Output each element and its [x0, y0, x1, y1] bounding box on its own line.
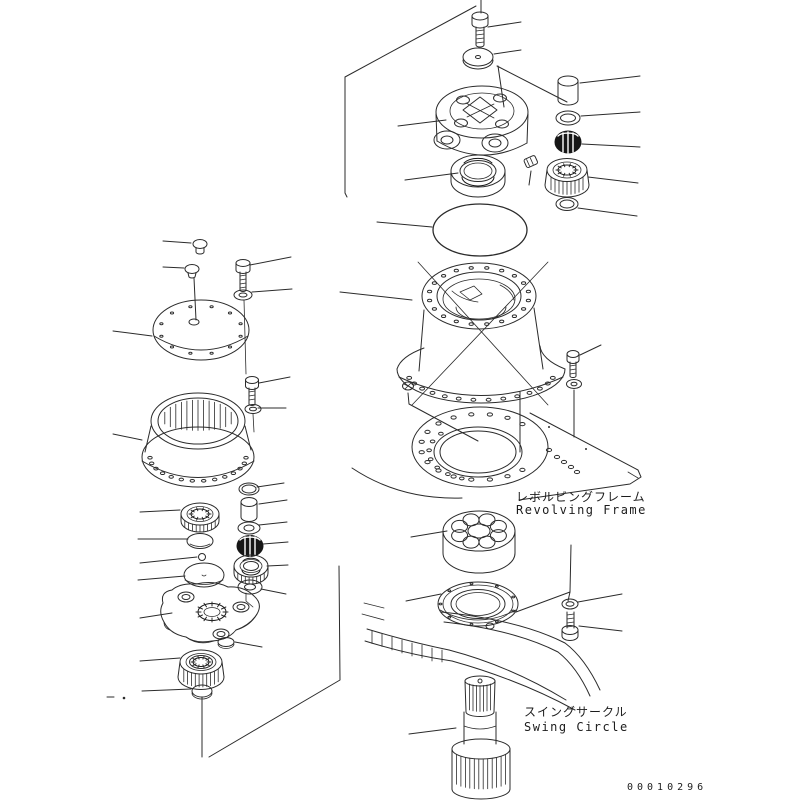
motor-mount-carrier — [397, 85, 529, 156]
coupling-left — [139, 649, 225, 691]
spline-gear-right — [554, 130, 641, 154]
revolving-frame-label-jp: レボルビングフレーム — [516, 490, 646, 504]
washer-small-right — [555, 110, 641, 126]
drawing-number: 00010296 — [627, 782, 707, 793]
washer-left — [237, 521, 288, 535]
cylinder-pin-right — [557, 75, 641, 106]
ring-small-right — [555, 197, 638, 217]
washer-small-left — [237, 579, 287, 608]
callout-bracket-lines — [106, 5, 568, 758]
planet-bearing — [233, 554, 289, 585]
case-screw-left — [402, 381, 479, 442]
cover-bolt-upper — [233, 256, 293, 375]
main-bearing — [404, 154, 506, 198]
spline-gear-left — [236, 535, 289, 557]
swing-circle-bolt-set — [515, 591, 623, 641]
dowel-pin-line — [528, 170, 532, 186]
swing-pinion-shaft — [408, 675, 511, 800]
washer-plate — [462, 47, 522, 70]
oval-seal — [217, 637, 263, 649]
coupling-nut-right — [544, 158, 639, 198]
swing-circle-ring — [361, 602, 601, 711]
steel-ball — [139, 553, 206, 564]
end-disc — [141, 684, 213, 700]
planet-carrier-plate — [139, 582, 260, 644]
cylinder-pin-left — [240, 497, 288, 522]
ring-gear-housing — [112, 392, 255, 488]
cover-bolt-lower — [244, 376, 291, 433]
housing-cover-plate — [112, 299, 250, 361]
thrust-disc — [137, 533, 214, 549]
planetary-gear-cluster — [410, 510, 516, 574]
carrier-disc — [137, 562, 225, 588]
o-ring — [432, 203, 528, 257]
knurled-gear-left — [139, 502, 220, 533]
case-bolt-right — [566, 344, 602, 593]
swing-circle-label-jp: スイングサークル — [524, 705, 628, 719]
plug-lower — [162, 264, 200, 321]
top-mounting-bolt — [471, 0, 522, 48]
revolving-frame — [351, 391, 642, 501]
swing-machinery-case — [339, 261, 566, 406]
revolving-frame-label-en: Revolving Frame — [516, 503, 647, 517]
dowel-pin-small — [523, 155, 538, 168]
swing-circle-label-en: Swing Circle — [524, 720, 629, 734]
plug-upper — [162, 239, 208, 255]
ring-small-left — [238, 482, 285, 496]
seal-ring — [405, 581, 519, 627]
